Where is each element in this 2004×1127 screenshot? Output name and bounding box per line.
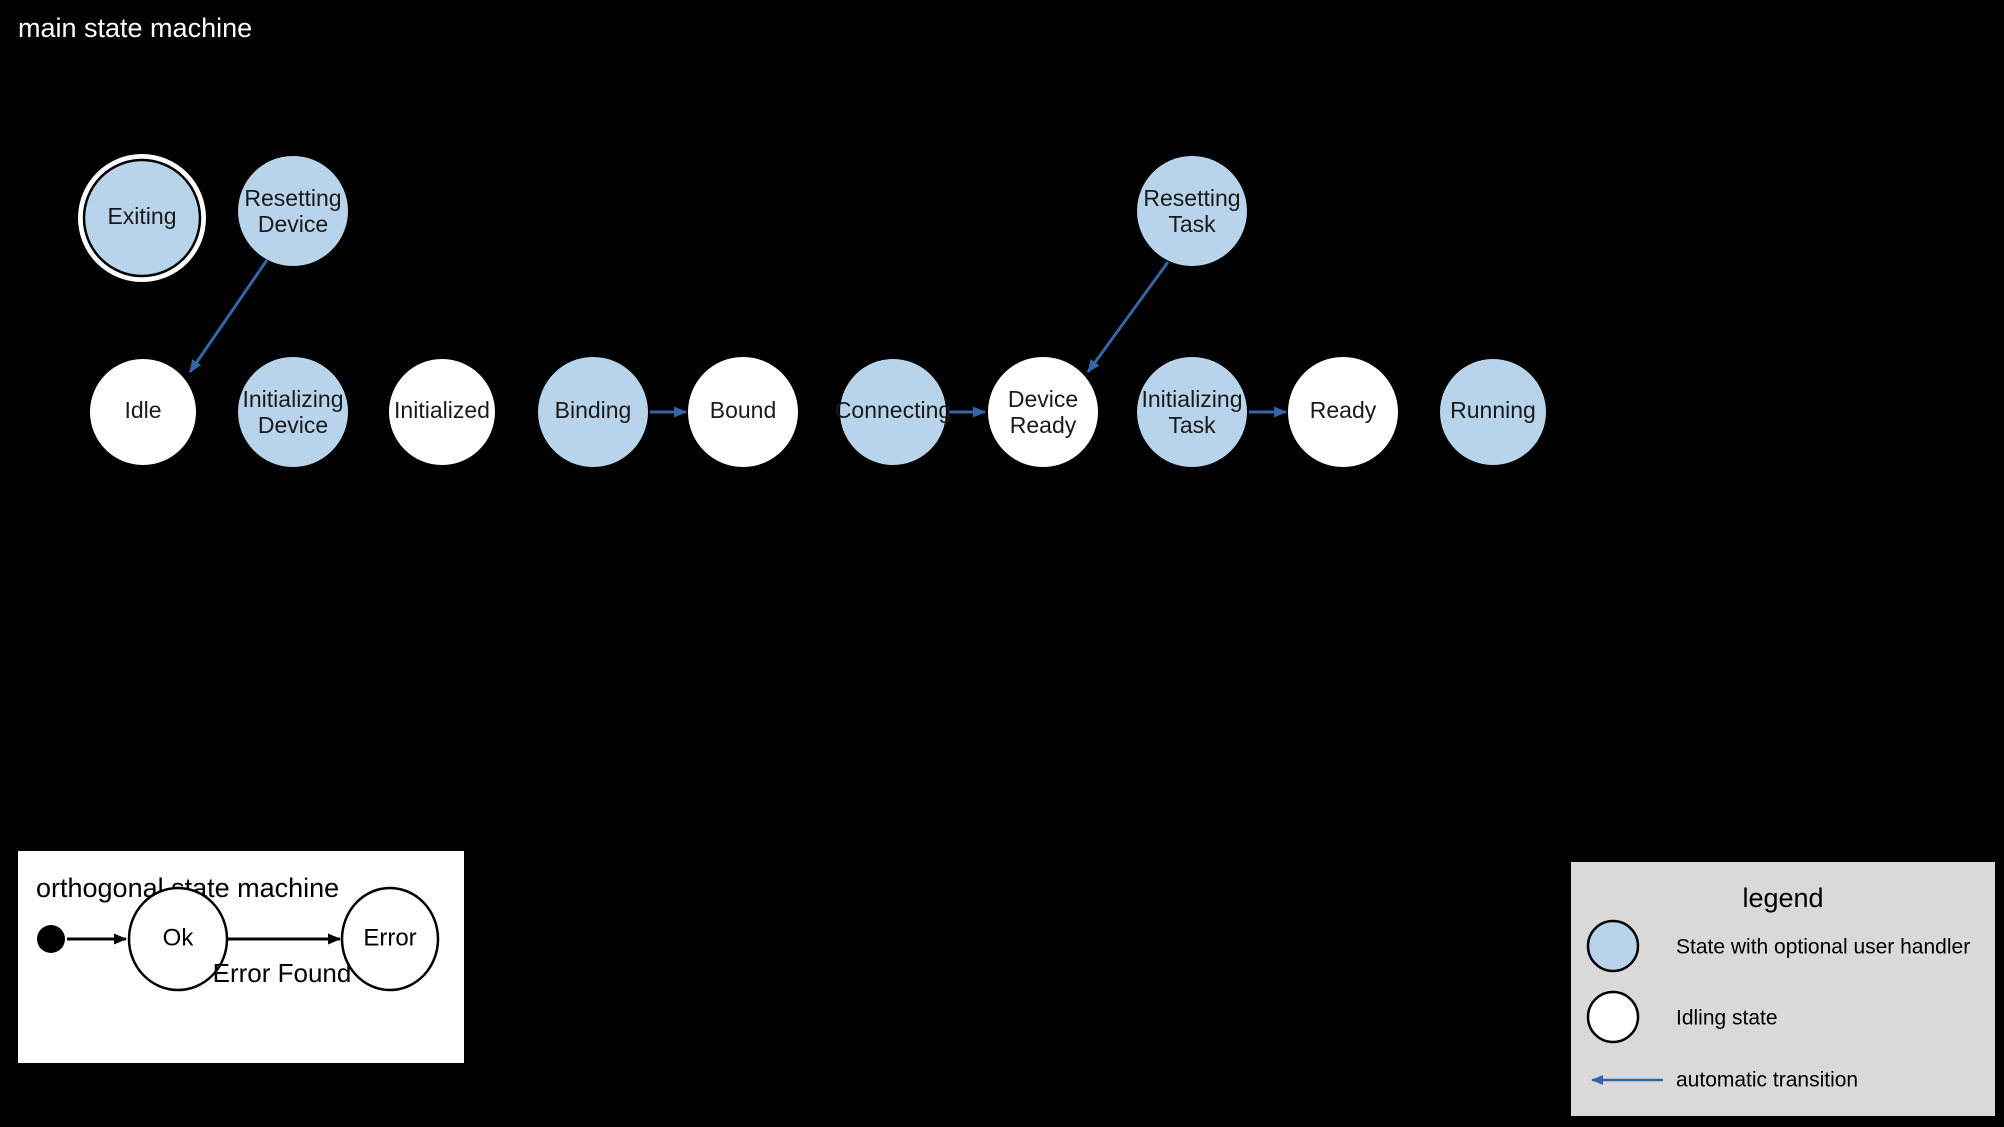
state-label-idle: Idle: [124, 397, 161, 423]
orthogonal-state-circle-error: [340, 886, 440, 992]
state-node-initializing-task[interactable]: Initializing Task: [1137, 357, 1247, 467]
state-label-device-ready-line2: Ready: [1010, 412, 1077, 438]
state-node-ready[interactable]: Ready: [1288, 357, 1398, 467]
orthogonal-state-node-error[interactable]: Error: [340, 886, 440, 992]
state-node-idle[interactable]: Idle: [90, 359, 196, 465]
legend-automatic-transition-label: automatic transition: [1676, 1069, 1858, 1092]
state-node-running[interactable]: Running: [1440, 359, 1546, 465]
state-circle-resetting-task: [1137, 156, 1247, 266]
state-circle-running: [1440, 359, 1546, 465]
state-label-running: Running: [1450, 397, 1536, 423]
legend-item-handler-state: State with optional user handler: [1586, 919, 1970, 973]
final-state-inner-border: [82, 158, 202, 278]
state-node-connecting[interactable]: Connecting: [835, 359, 951, 465]
state-circle-resetting-device: [238, 156, 348, 266]
state-circle-idle: [90, 359, 196, 465]
legend-panel: legend State with optional user handler …: [1571, 862, 1995, 1116]
state-node-initialized[interactable]: Initialized: [389, 359, 495, 465]
transition-resetting-task-to-device-ready[interactable]: [1086, 261, 1170, 373]
state-circle-ready: [1288, 357, 1398, 467]
orthogonal-state-label-error: Error: [363, 924, 416, 951]
orthogonal-state-label-ok: Ok: [163, 924, 195, 951]
state-label-bound: Bound: [710, 397, 777, 423]
state-label-connecting: Connecting: [835, 397, 951, 423]
state-circle-device-ready: [988, 357, 1098, 467]
legend-handler-state-icon: [1586, 919, 1640, 973]
state-label-resetting-device-line2: Device: [258, 211, 328, 237]
state-label-ready: Ready: [1310, 397, 1377, 423]
legend-idling-state-icon: [1586, 990, 1640, 1044]
state-node-bound[interactable]: Bound: [688, 357, 798, 467]
state-node-exiting[interactable]: Exiting: [78, 154, 206, 282]
state-node-resetting-device[interactable]: Resetting Device: [238, 156, 348, 266]
state-node-binding[interactable]: Binding: [538, 357, 648, 467]
state-label-initialized: Initialized: [394, 397, 490, 423]
state-label-initializing-task-line2: Task: [1168, 412, 1216, 438]
state-label-resetting-task-line2: Task: [1168, 211, 1216, 237]
state-node-device-ready[interactable]: Device Ready: [988, 357, 1098, 467]
legend-handler-state-label: State with optional user handler: [1676, 936, 1970, 959]
state-circle-bound: [688, 357, 798, 467]
state-circle-initializing-device: [238, 357, 348, 467]
state-circle-initialized: [389, 359, 495, 465]
state-circle-connecting: [840, 359, 946, 465]
legend-item-idling-state: Idling state: [1586, 990, 1778, 1044]
state-label-resetting-task-line1: Resetting: [1143, 185, 1240, 211]
legend-item-automatic-transition: automatic transition: [1591, 1069, 1858, 1092]
legend-idling-state-label: Idling state: [1676, 1007, 1778, 1030]
state-node-initializing-device[interactable]: Initializing Device: [238, 357, 348, 467]
transition-resetting-device-to-idle[interactable]: [188, 259, 269, 373]
final-state-outer-ring: [78, 154, 206, 282]
state-label-exiting: Exiting: [107, 203, 176, 229]
state-label-initializing-task-line1: Initializing: [1142, 386, 1243, 412]
state-circle-initializing-task: [1137, 357, 1247, 467]
state-circle-binding: [538, 357, 648, 467]
main-transitions: [188, 259, 1287, 418]
orthogonal-state-circle-ok: [127, 886, 229, 992]
state-label-device-ready-line1: Device: [1008, 386, 1078, 412]
state-label-initializing-device-line2: Device: [258, 412, 328, 438]
state-label-binding: Binding: [555, 397, 632, 423]
page-title: main state machine: [18, 13, 253, 43]
legend-panel-background: [1571, 862, 1995, 1116]
orthogonal-initial-node[interactable]: [37, 925, 65, 953]
orthogonal-state-machine-panel: orthogonal state machine Ok Error Error …: [18, 851, 464, 1063]
state-label-initializing-device-line1: Initializing: [243, 386, 344, 412]
legend-title: legend: [1742, 883, 1823, 913]
orthogonal-transition-label-error-found: Error Found: [213, 958, 352, 988]
state-node-resetting-task[interactable]: Resetting Task: [1137, 156, 1247, 266]
state-label-resetting-device-line1: Resetting: [244, 185, 341, 211]
orthogonal-state-node-ok[interactable]: Ok: [127, 886, 229, 992]
